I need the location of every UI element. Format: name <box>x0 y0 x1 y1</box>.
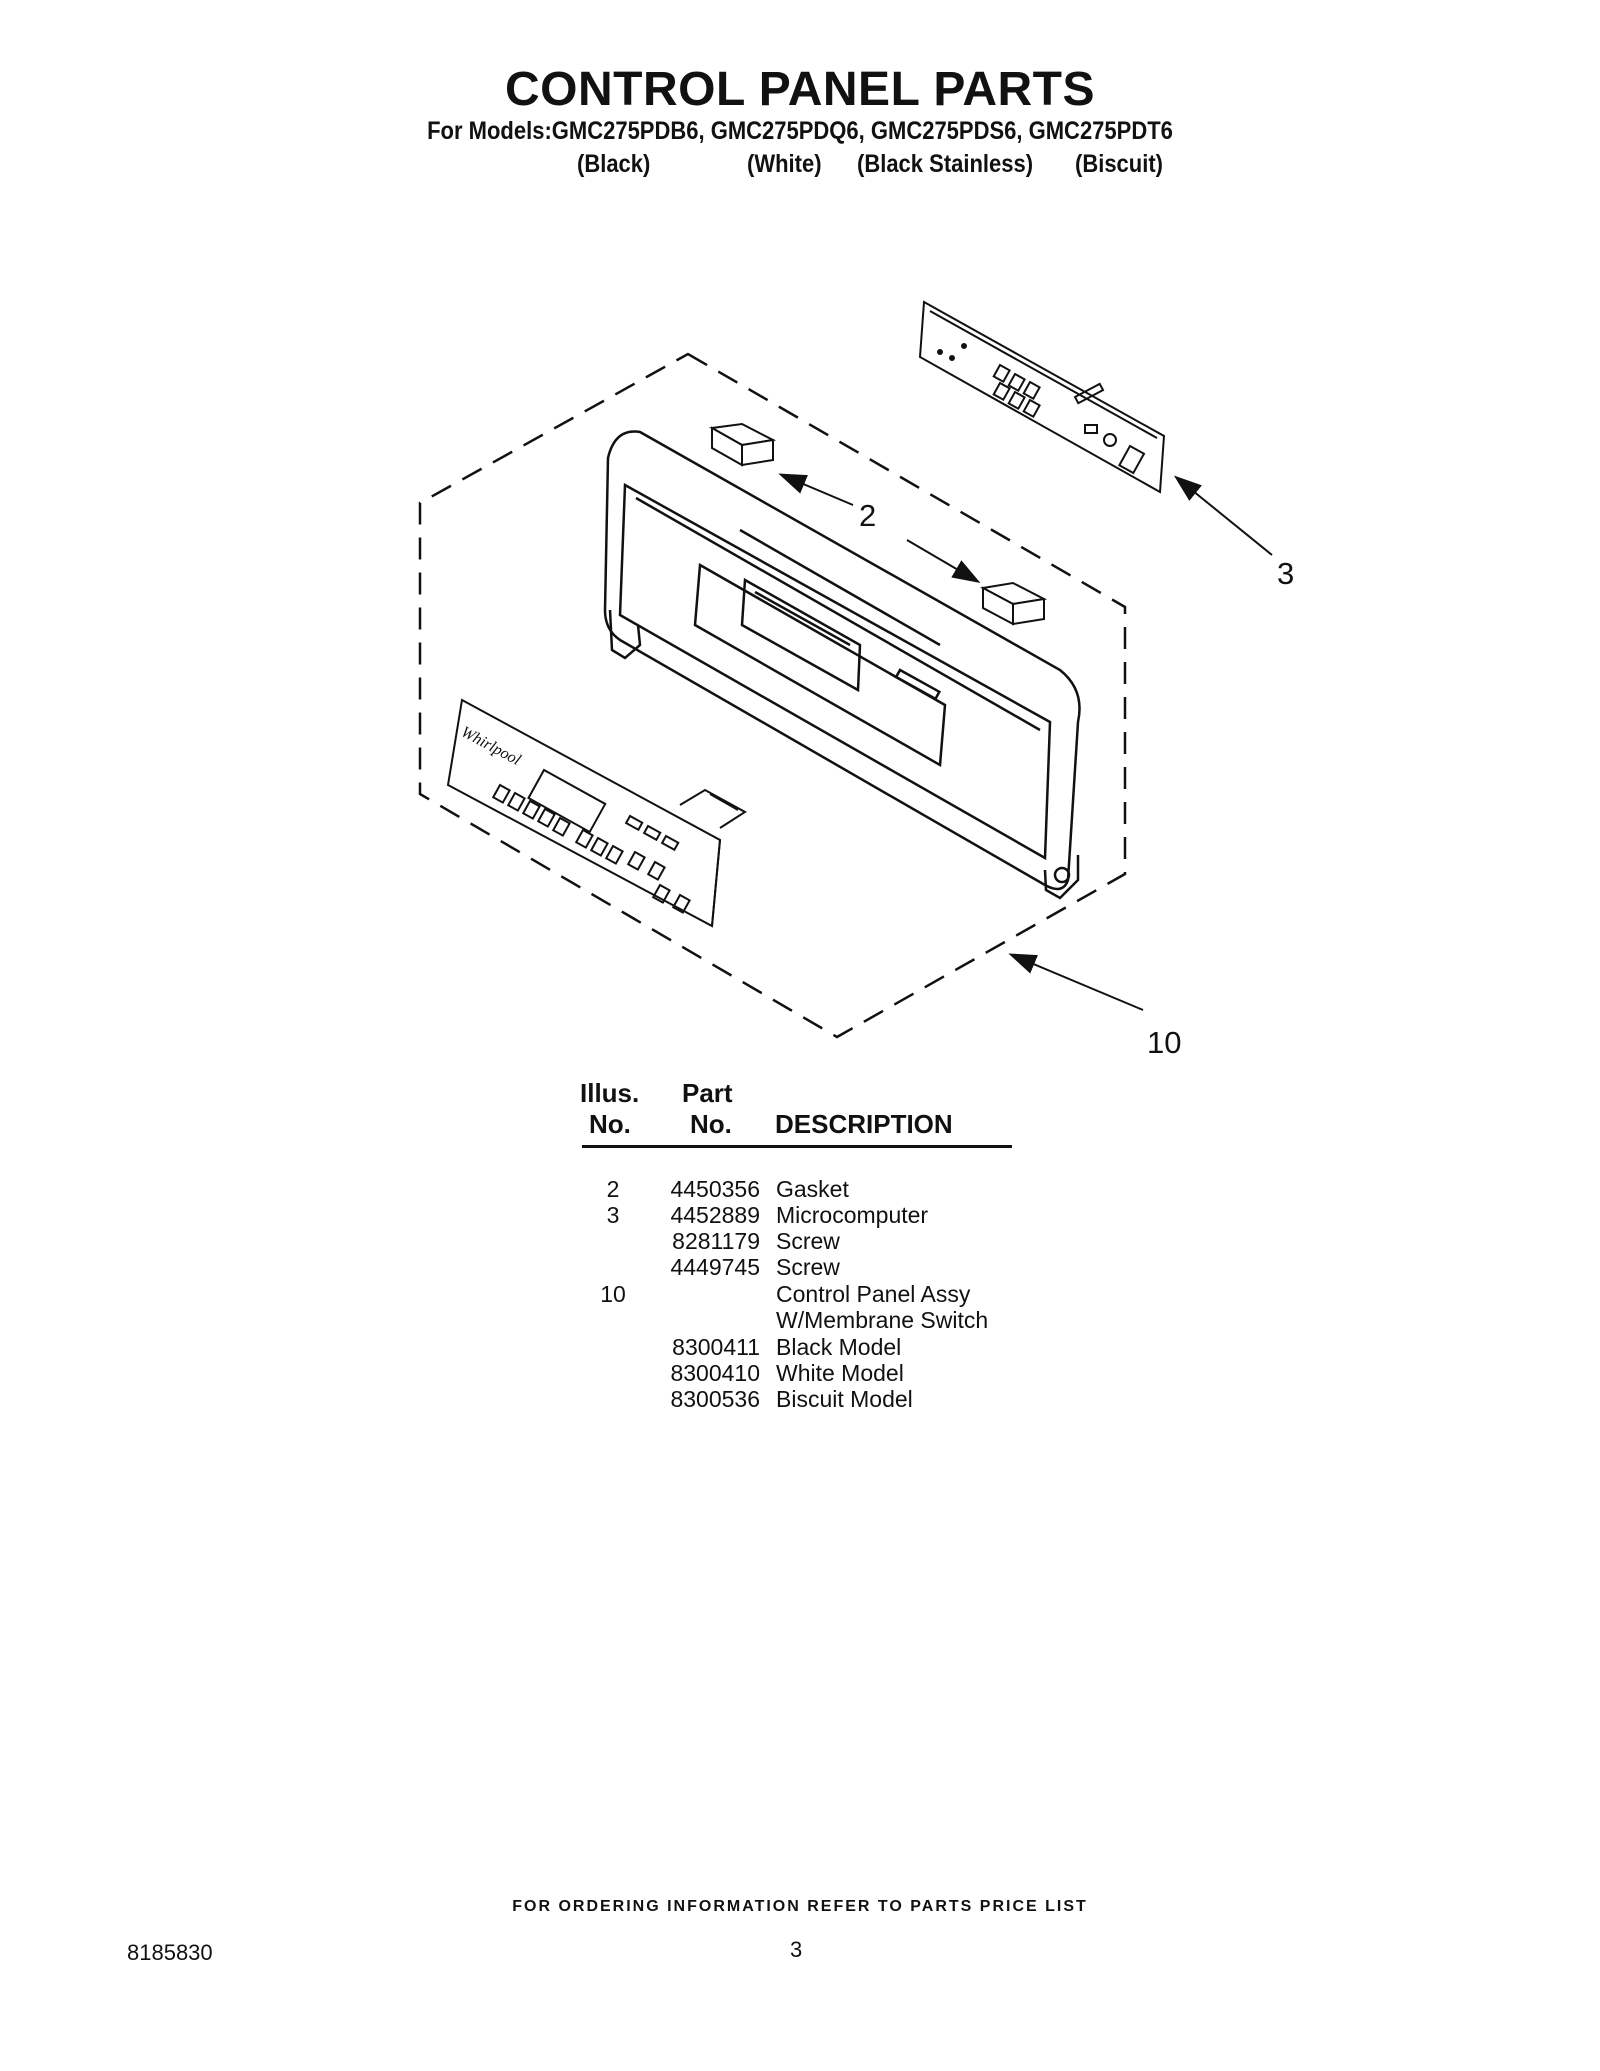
color-black: (Black) <box>577 150 651 178</box>
ordering-info-note: FOR ORDERING INFORMATION REFER TO PARTS … <box>512 1898 1088 1915</box>
header-part-top: Part <box>682 1078 733 1108</box>
callout-2: 2 <box>859 498 877 533</box>
header-illus-top: Illus. <box>580 1078 640 1108</box>
illus-no: 2 <box>606 1176 620 1202</box>
control-panel-frame <box>603 430 1081 900</box>
assembly-dashed-outline <box>418 352 1127 1039</box>
part-no: 8300410 <box>670 1360 760 1386</box>
color-biscuit: (Biscuit) <box>1075 150 1163 178</box>
leader-2-lower <box>906 539 981 584</box>
models-line: For Models:GMC275PDB6, GMC275PDQ6, GMC27… <box>427 117 1173 145</box>
microcomputer-board <box>918 300 1166 494</box>
gasket-upper <box>708 422 777 467</box>
leader-3 <box>1173 475 1273 556</box>
header-description: DESCRIPTION <box>775 1109 953 1139</box>
part-no: 8300536 <box>670 1386 760 1412</box>
part-no: 4450356 <box>670 1176 760 1202</box>
part-description: Screw <box>776 1254 840 1280</box>
document-number: 8185830 <box>127 1940 213 1965</box>
part-description: Control Panel Assy <box>776 1281 971 1307</box>
part-description: Black Model <box>776 1334 902 1360</box>
table-header-rule <box>582 1145 1012 1148</box>
part-description: White Model <box>776 1360 904 1386</box>
part-no: 8300411 <box>672 1334 760 1360</box>
header-illus-bottom: No. <box>589 1109 631 1139</box>
membrane-switch-overlay: Whirlpool <box>446 698 747 928</box>
exploded-parts-diagram: Whirlpool <box>418 300 1273 1039</box>
callout-10: 10 <box>1147 1025 1182 1060</box>
part-description: Biscuit Model <box>776 1386 913 1412</box>
part-no: 4452889 <box>670 1202 760 1228</box>
page-number: 3 <box>790 1937 803 1962</box>
leader-10 <box>1008 953 1144 1011</box>
page-title: CONTROL PANEL PARTS <box>505 63 1095 116</box>
color-white: (White) <box>747 150 822 178</box>
color-black-stainless: (Black Stainless) <box>857 150 1034 178</box>
gasket-lower <box>979 581 1048 626</box>
header-part-bottom: No. <box>690 1109 732 1139</box>
illus-no: 3 <box>606 1202 620 1228</box>
leader-2-upper <box>778 473 854 506</box>
part-description: Screw <box>776 1228 840 1254</box>
part-description: Gasket <box>776 1176 849 1202</box>
callout-3: 3 <box>1277 556 1295 591</box>
illus-no: 10 <box>600 1281 626 1307</box>
part-description: W/Membrane Switch <box>776 1307 989 1333</box>
part-description: Microcomputer <box>776 1202 929 1228</box>
part-no: 8281179 <box>672 1228 760 1254</box>
part-no: 4449745 <box>670 1254 760 1280</box>
